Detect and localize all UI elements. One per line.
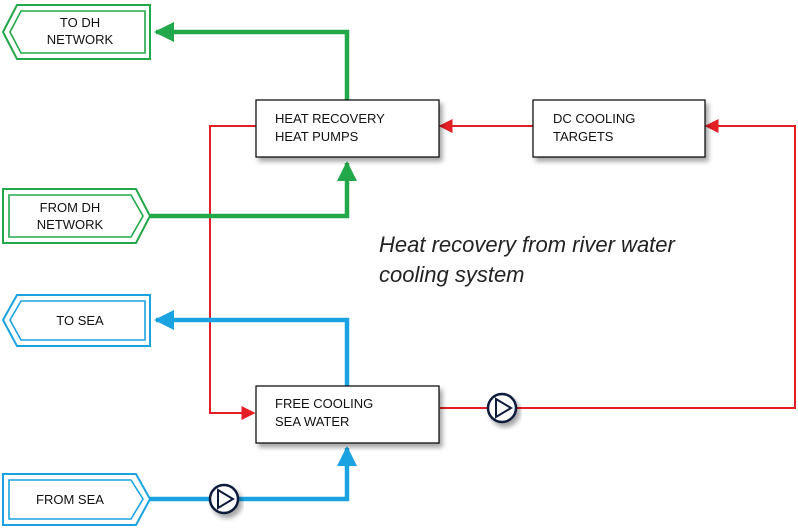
dh-return-line — [150, 160, 358, 219]
free-cooling-line1: FREE COOLING — [275, 396, 373, 411]
terminal-from-dh-line1: FROM DH — [40, 200, 101, 215]
pump-icon — [208, 483, 240, 515]
heatpump-to-freecooling-line — [209, 125, 256, 420]
caption-line1: Heat recovery from river water — [379, 232, 677, 257]
sea-inlet-line-b — [238, 445, 358, 502]
pump-icon — [486, 392, 518, 424]
sea-outlet-line — [153, 309, 350, 386]
terminal-from-sea-label: FROM SEA — [36, 492, 104, 507]
dc-cooling-line2: TARGETS — [553, 129, 614, 144]
terminal-to-sea-label: TO SEA — [56, 313, 104, 328]
dc-cooling-line1: DC COOLING — [553, 111, 635, 126]
terminal-to-dh-line1: TO DH — [60, 15, 100, 30]
terminal-from-dh-line2: NETWORK — [37, 217, 104, 232]
box-free-cooling-sea-water: FREE COOLING SEA WATER — [255, 385, 440, 444]
caption-line2: cooling system — [379, 262, 525, 287]
heat-recovery-line1: HEAT RECOVERY — [275, 111, 385, 126]
heat-recovery-line2: HEAT PUMPS — [275, 129, 359, 144]
terminal-to-dh: TO DH NETWORK — [1, 4, 151, 60]
terminal-to-dh-line2: NETWORK — [47, 32, 114, 47]
box-dc-cooling-targets: DC COOLING TARGETS — [532, 99, 706, 158]
terminal-from-dh: FROM DH NETWORK — [2, 188, 152, 244]
dh-supply-line — [153, 21, 350, 126]
terminal-to-sea: TO SEA — [1, 294, 151, 347]
terminal-from-sea: FROM SEA — [2, 473, 152, 526]
free-cooling-line2: SEA WATER — [275, 414, 349, 429]
loop-to-dc-line — [514, 119, 796, 409]
box-heat-recovery-heat-pumps: HEAT RECOVERY HEAT PUMPS — [255, 99, 440, 158]
